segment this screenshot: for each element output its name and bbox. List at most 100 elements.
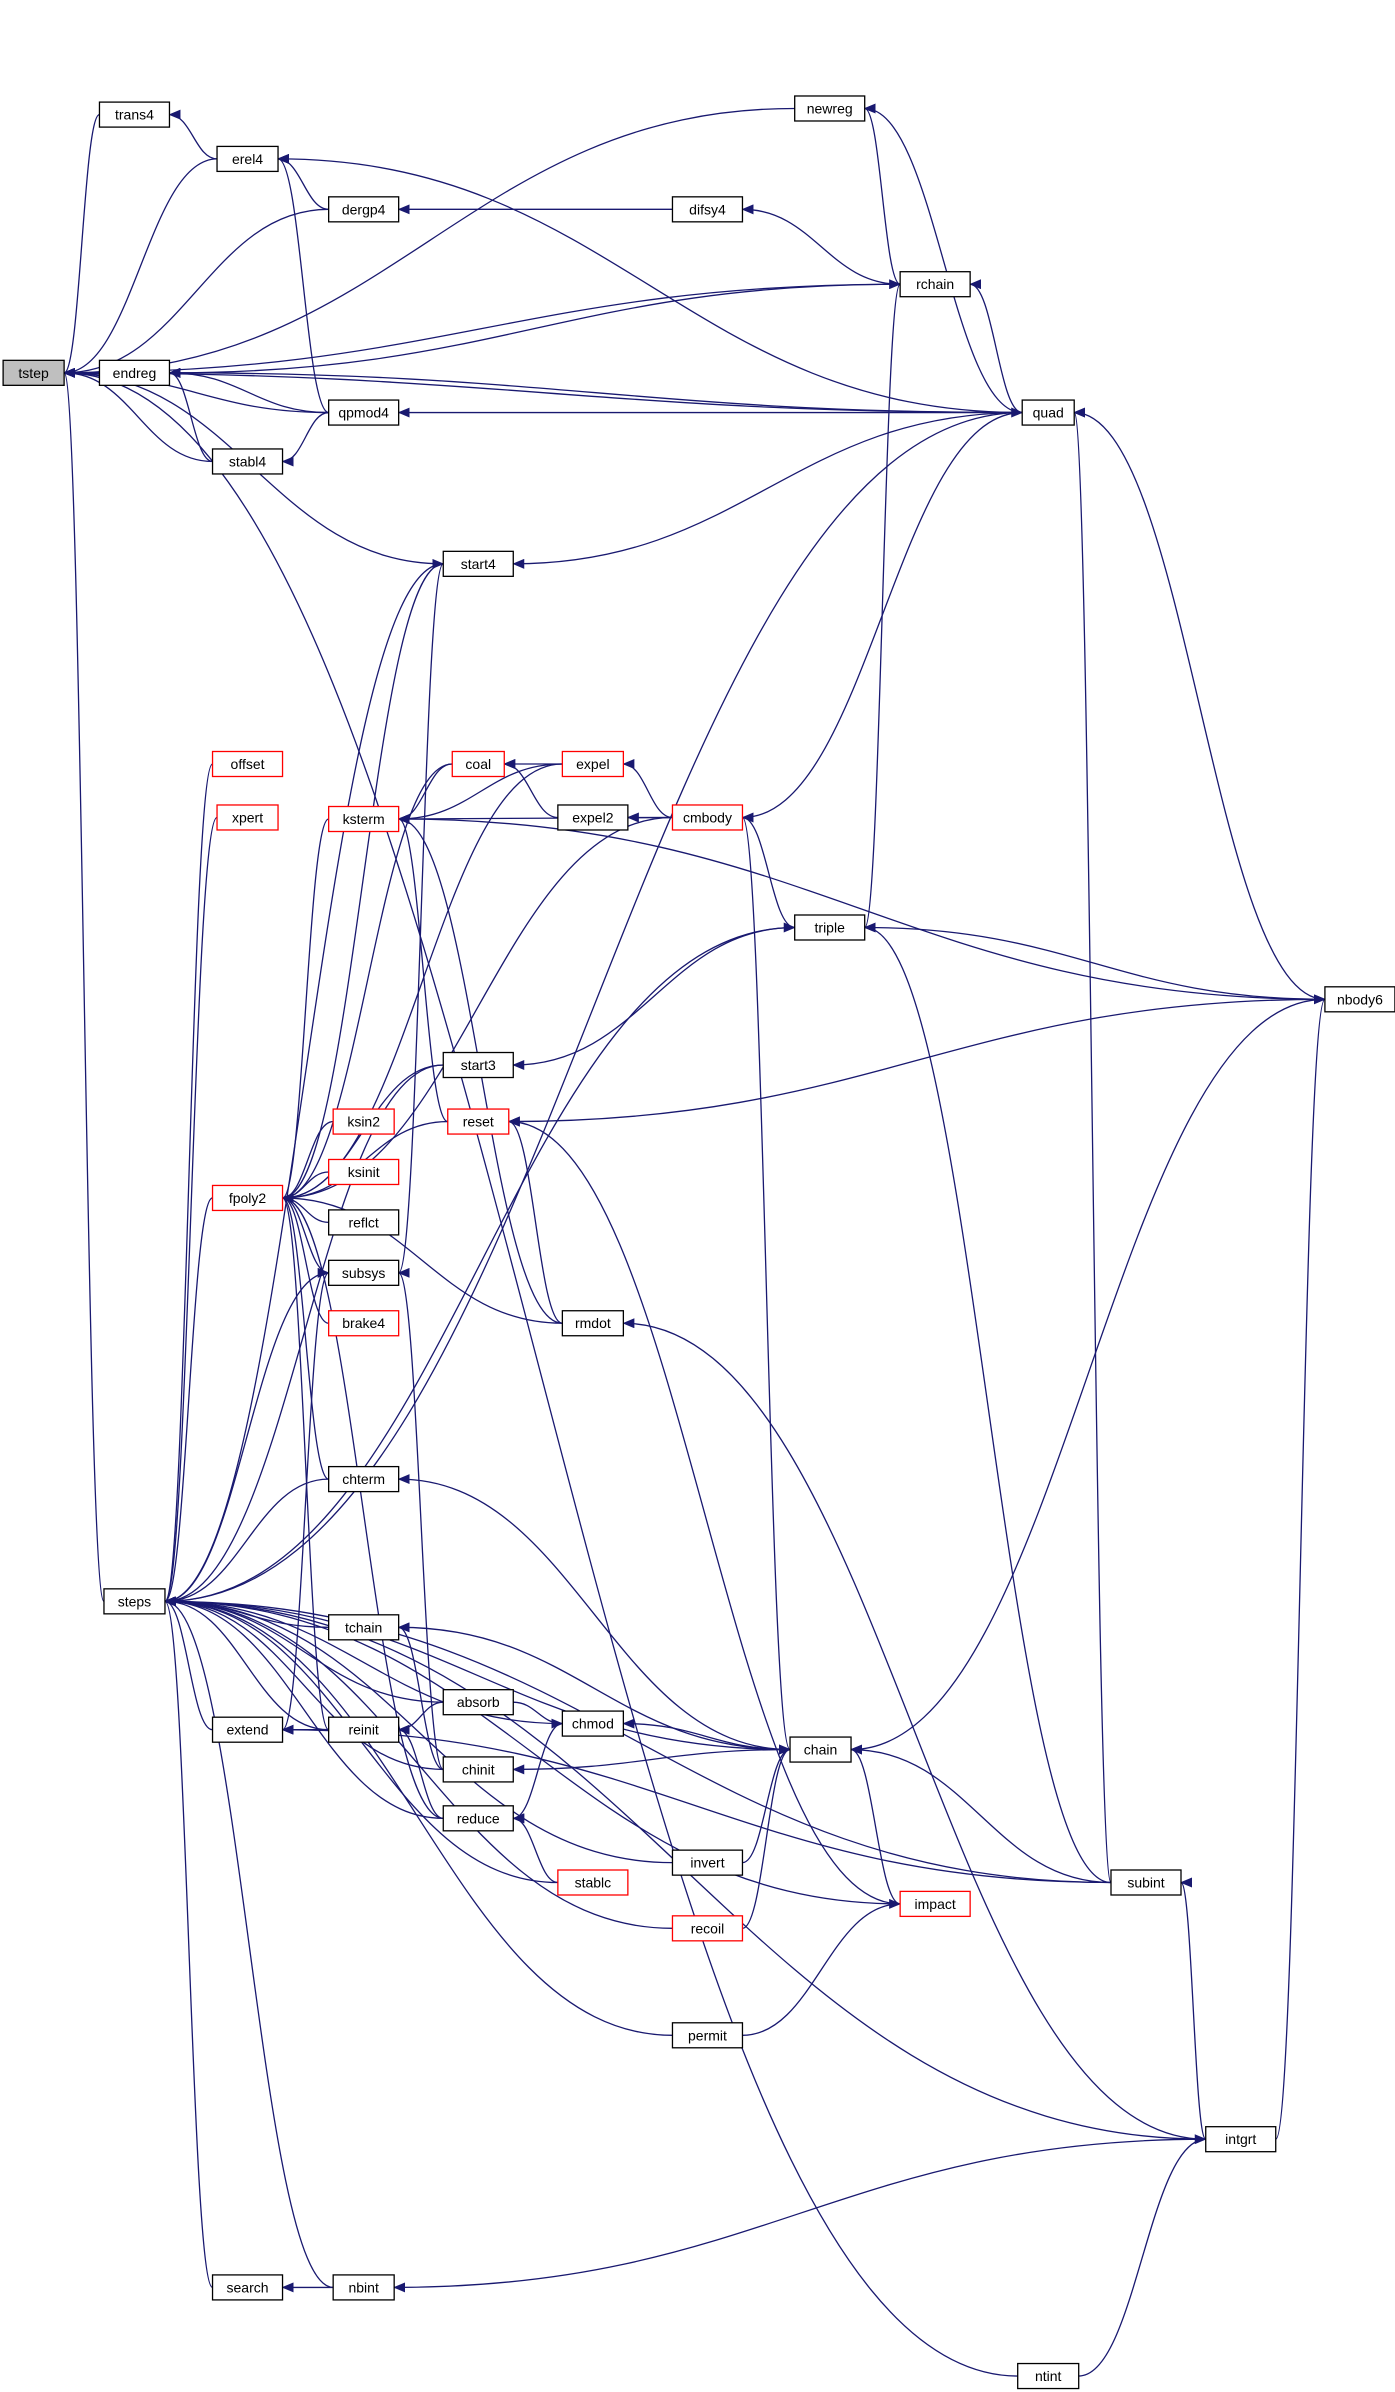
node-search[interactable]: search <box>211 2274 284 2301</box>
node-reinit[interactable]: reinit <box>328 1716 400 1743</box>
node-nbody6[interactable]: nbody6 <box>1324 986 1395 1013</box>
node-label: reinit <box>348 1722 378 1738</box>
node-fpoly2[interactable]: fpoly2 <box>211 1184 284 1212</box>
node-reflct[interactable]: reflct <box>328 1209 400 1236</box>
node-ksterm[interactable]: ksterm <box>328 805 400 833</box>
edge-intgrt-to-nbint <box>393 2138 1206 2293</box>
node-xpert[interactable]: xpert <box>216 804 279 831</box>
node-impact[interactable]: impact <box>899 1890 971 1918</box>
node-box <box>557 1869 629 1896</box>
node-label: brake4 <box>342 1315 385 1331</box>
edge-rchain-to-difsy4 <box>741 204 901 285</box>
node-box <box>671 196 744 223</box>
node-expel[interactable]: expel <box>561 750 625 778</box>
node-label: expel2 <box>572 809 613 825</box>
node-box <box>332 1108 395 1135</box>
node-trans4[interactable]: trans4 <box>98 101 171 128</box>
node-newreg[interactable]: newreg <box>794 95 866 122</box>
edge-dergp4-to-erel4 <box>277 153 329 210</box>
node-ntint[interactable]: ntint <box>1017 2362 1080 2390</box>
node-invert[interactable]: invert <box>671 1849 744 1876</box>
node-tchain[interactable]: tchain <box>328 1614 400 1641</box>
node-reduce[interactable]: reduce <box>442 1805 514 1832</box>
node-permit[interactable]: permit <box>671 2022 744 2049</box>
edge-quad-to-newreg <box>863 103 1023 414</box>
edge-fpoly2-to-steps <box>163 1197 214 1607</box>
node-box <box>671 2022 744 2049</box>
node-box <box>328 196 400 223</box>
node-box <box>328 1158 400 1186</box>
node-subsys[interactable]: subsys <box>328 1259 400 1286</box>
edge-trans4-to-tstep <box>63 113 101 378</box>
node-recoil[interactable]: recoil <box>671 1915 744 1942</box>
node-box <box>561 1310 625 1337</box>
edge-chmod-to-reduce <box>512 1722 563 1824</box>
edge-stabl4-to-tstep <box>63 367 213 463</box>
node-start4[interactable]: start4 <box>442 550 514 577</box>
node-chinit[interactable]: chinit <box>442 1756 514 1783</box>
node-dergp4[interactable]: dergp4 <box>328 196 400 223</box>
node-offset[interactable]: offset <box>211 750 284 778</box>
node-label: nbint <box>348 2279 378 2295</box>
edge-qpmod4-to-endreg <box>168 367 329 414</box>
node-label: rmdot <box>575 1315 611 1331</box>
edge-intgrt-to-subint <box>1180 1877 1207 2140</box>
node-cmbody[interactable]: cmbody <box>671 804 744 831</box>
node-qpmod4[interactable]: qpmod4 <box>328 399 400 426</box>
node-rmdot[interactable]: rmdot <box>561 1310 625 1337</box>
node-box <box>211 750 284 778</box>
node-box <box>789 1736 852 1763</box>
edge-steps-to-tstep <box>63 368 105 1602</box>
node-chain[interactable]: chain <box>789 1736 852 1763</box>
node-ksinit[interactable]: ksinit <box>328 1158 400 1186</box>
node-extend[interactable]: extend <box>211 1716 284 1743</box>
node-stablc[interactable]: stablc <box>557 1869 629 1896</box>
node-box <box>1110 1869 1182 1896</box>
node-subint[interactable]: subint <box>1110 1869 1182 1896</box>
edge-extend-to-subsys <box>281 1268 330 1731</box>
node-box <box>442 1051 514 1079</box>
node-label: start3 <box>461 1057 496 1073</box>
node-erel4[interactable]: erel4 <box>216 145 279 173</box>
edge-triple-to-rchain <box>864 279 902 929</box>
edge-chain-to-steps <box>163 1596 791 1751</box>
node-label: ksinit <box>348 1164 380 1180</box>
edge-reduce-to-steps <box>163 1596 444 1819</box>
node-label: nbody6 <box>1337 991 1383 1007</box>
node-brake4[interactable]: brake4 <box>328 1310 400 1337</box>
node-difsy4[interactable]: difsy4 <box>671 196 744 223</box>
node-coal[interactable]: coal <box>451 750 505 778</box>
node-tstep[interactable]: tstep <box>2 359 65 386</box>
node-steps[interactable]: steps <box>103 1588 166 1615</box>
node-absorb[interactable]: absorb <box>442 1689 514 1716</box>
edge-erel4-to-tstep <box>63 158 218 378</box>
node-rchain[interactable]: rchain <box>899 271 971 298</box>
node-start3[interactable]: start3 <box>442 1051 514 1079</box>
node-expel2[interactable]: expel2 <box>557 804 629 831</box>
node-box <box>899 271 971 298</box>
edge-nbody6-to-quad <box>1073 407 1325 1000</box>
node-intgrt[interactable]: intgrt <box>1205 2126 1277 2153</box>
node-chterm[interactable]: chterm <box>328 1465 400 1493</box>
node-reset[interactable]: reset <box>447 1108 510 1135</box>
node-chmod[interactable]: chmod <box>561 1710 625 1737</box>
node-ksin2[interactable]: ksin2 <box>332 1108 395 1135</box>
edge-newreg-to-tstep <box>63 107 795 378</box>
edge-offset-to-steps <box>163 763 214 1606</box>
node-triple[interactable]: triple <box>794 914 866 941</box>
node-endreg[interactable]: endreg <box>98 359 171 386</box>
edge-chinit-to-tchain <box>397 1622 444 1771</box>
edge-chain-to-chinit <box>512 1748 791 1775</box>
node-box <box>442 1805 514 1832</box>
edge-start4-to-steps <box>163 563 444 1607</box>
node-label: chmod <box>572 1716 614 1732</box>
node-box <box>671 1849 744 1876</box>
node-quad[interactable]: quad <box>1021 399 1075 426</box>
node-stabl4[interactable]: stabl4 <box>211 448 284 475</box>
node-box <box>211 1184 284 1212</box>
node-nbint[interactable]: nbint <box>332 2274 395 2301</box>
node-box <box>1205 2126 1277 2153</box>
edge-subint-to-steps <box>163 1596 1112 1884</box>
node-box <box>447 1108 510 1135</box>
